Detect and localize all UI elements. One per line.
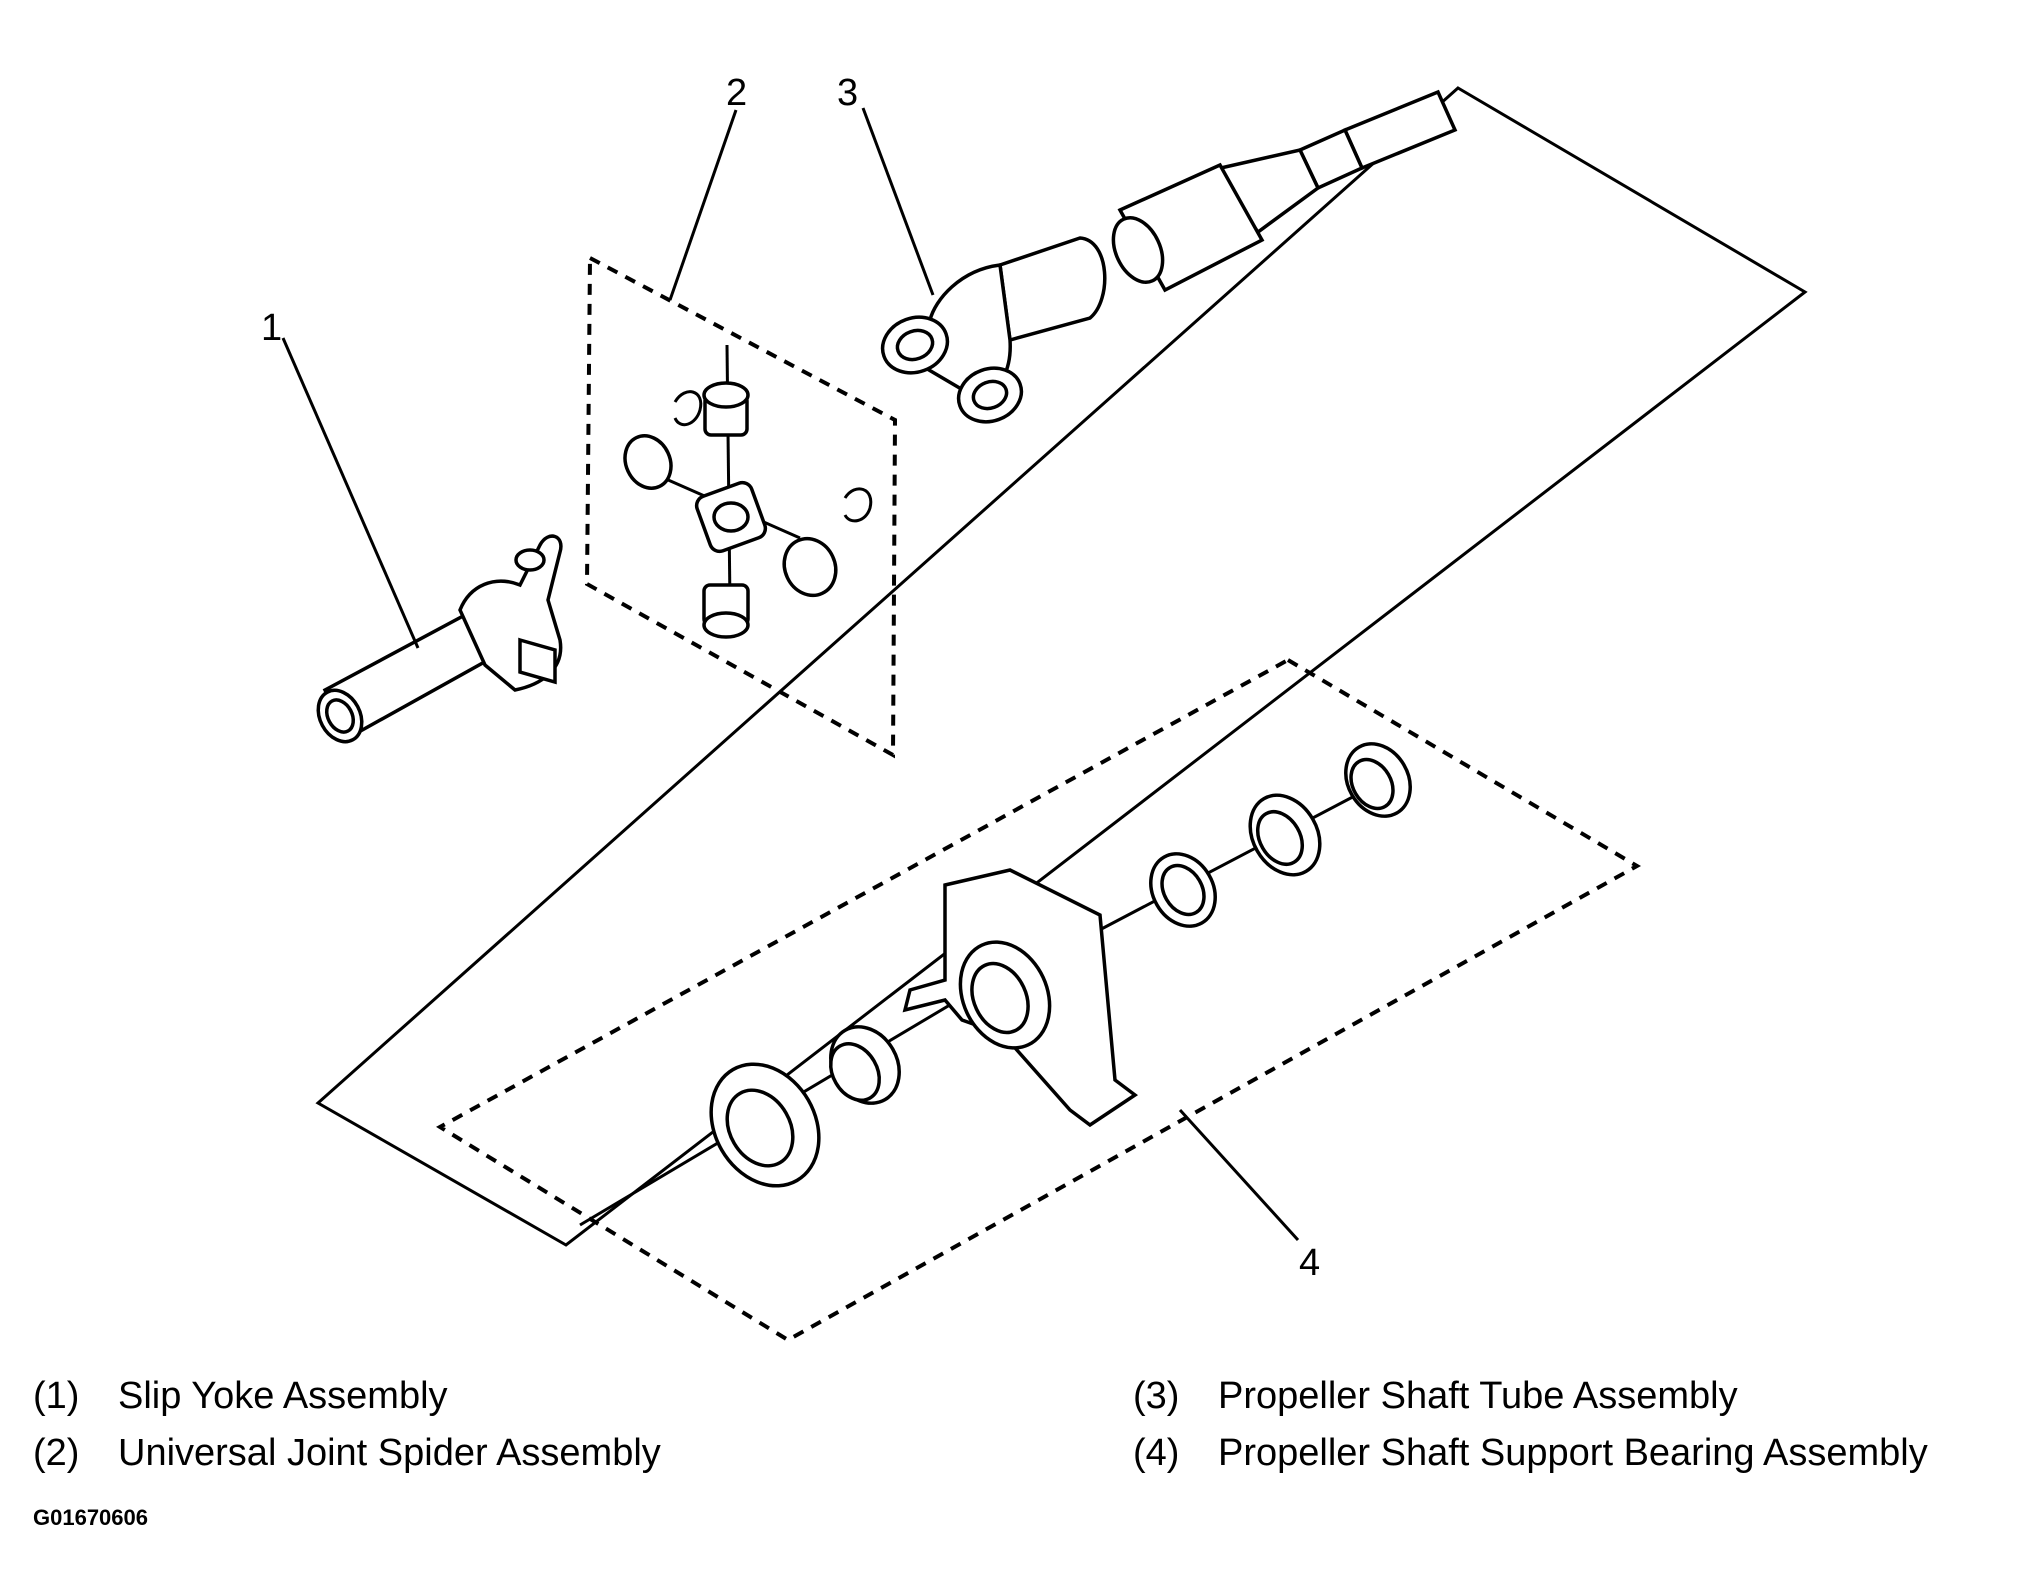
callout-2: 2 bbox=[726, 72, 747, 114]
legend-item-3: (3) Propeller Shaft Tube Assembly bbox=[1133, 1375, 1738, 1418]
leader-line-3 bbox=[861, 107, 935, 296]
leader-line-4 bbox=[1178, 1108, 1300, 1242]
legend-number: (4) bbox=[1133, 1432, 1180, 1474]
leader-line-1 bbox=[281, 337, 420, 649]
spider-part bbox=[623, 344, 873, 639]
bearing-group-box bbox=[436, 657, 1642, 1343]
spider-group-box bbox=[584, 254, 898, 759]
legend-label: Slip Yoke Assembly bbox=[118, 1375, 448, 1417]
support-bearing-part bbox=[579, 742, 1412, 1227]
legend-number: (3) bbox=[1133, 1375, 1180, 1417]
legend-item-1: (1) Slip Yoke Assembly bbox=[33, 1375, 448, 1418]
legend-label: Propeller Shaft Tube Assembly bbox=[1218, 1375, 1738, 1417]
leader-line-2 bbox=[668, 109, 738, 301]
legend-number: (2) bbox=[33, 1432, 80, 1474]
legend-item-4: (4) Propeller Shaft Support Bearing Assem… bbox=[1133, 1432, 1928, 1475]
assembly-outline bbox=[315, 86, 1808, 1247]
legend-number: (1) bbox=[33, 1375, 80, 1417]
callout-1: 1 bbox=[261, 307, 282, 349]
legend-label: Universal Joint Spider Assembly bbox=[118, 1432, 661, 1474]
legend-label: Propeller Shaft Support Bearing Assembly bbox=[1218, 1432, 1928, 1474]
slip-yoke-part bbox=[316, 534, 563, 744]
callout-4: 4 bbox=[1299, 1242, 1320, 1284]
legend-item-2: (2) Universal Joint Spider Assembly bbox=[33, 1432, 661, 1475]
figure-code: G01670606 bbox=[33, 1505, 148, 1530]
propeller-shaft-part bbox=[880, 89, 1458, 424]
callout-3: 3 bbox=[837, 72, 858, 114]
